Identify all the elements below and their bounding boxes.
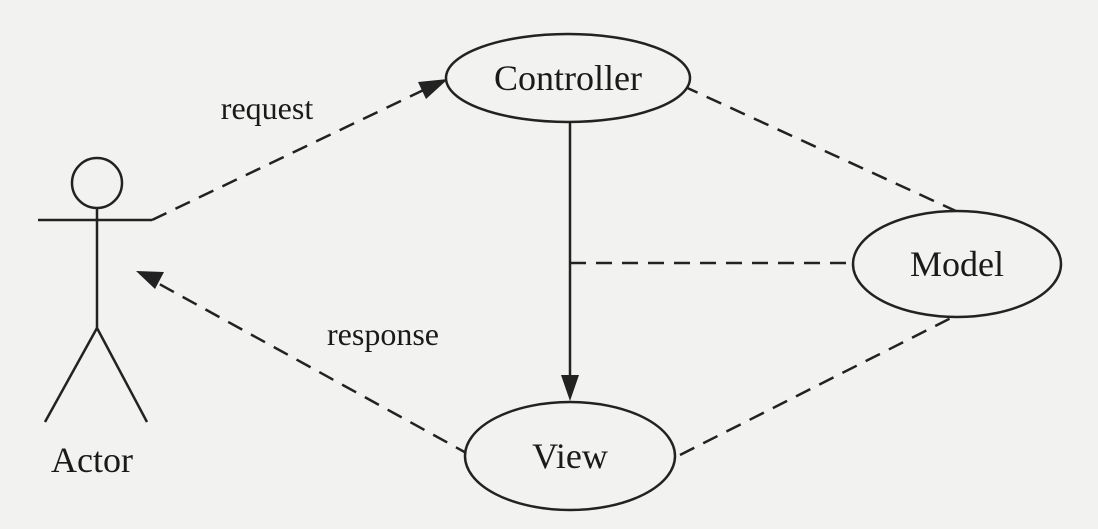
response-label: response [327, 316, 439, 352]
actor: Actor [38, 156, 152, 480]
actor-head [70, 156, 124, 210]
request-label: request [221, 90, 314, 126]
request-arrowhead [418, 79, 448, 99]
view-label: View [532, 436, 608, 476]
edge-view-model [679, 314, 956, 457]
actor-left-leg [43, 327, 99, 423]
model-node: Model [851, 209, 1063, 319]
response-arrowhead [136, 271, 164, 289]
view-node: View [463, 400, 677, 512]
response-line [151, 278, 471, 457]
actor-right-leg [95, 327, 149, 423]
edge-controller-model [682, 84, 959, 214]
controller-ellipse [444, 32, 692, 124]
edge-response: response [136, 271, 471, 457]
controller-label: Controller [494, 58, 642, 98]
view-ellipse [463, 400, 677, 512]
controller-view-arrowhead [561, 375, 579, 401]
actor-label: Actor [51, 440, 133, 480]
model-label: Model [910, 244, 1004, 284]
edge-controller-view [561, 115, 579, 401]
controller-node: Controller [444, 32, 692, 124]
model-ellipse [851, 209, 1063, 319]
edge-request: request [151, 79, 448, 222]
